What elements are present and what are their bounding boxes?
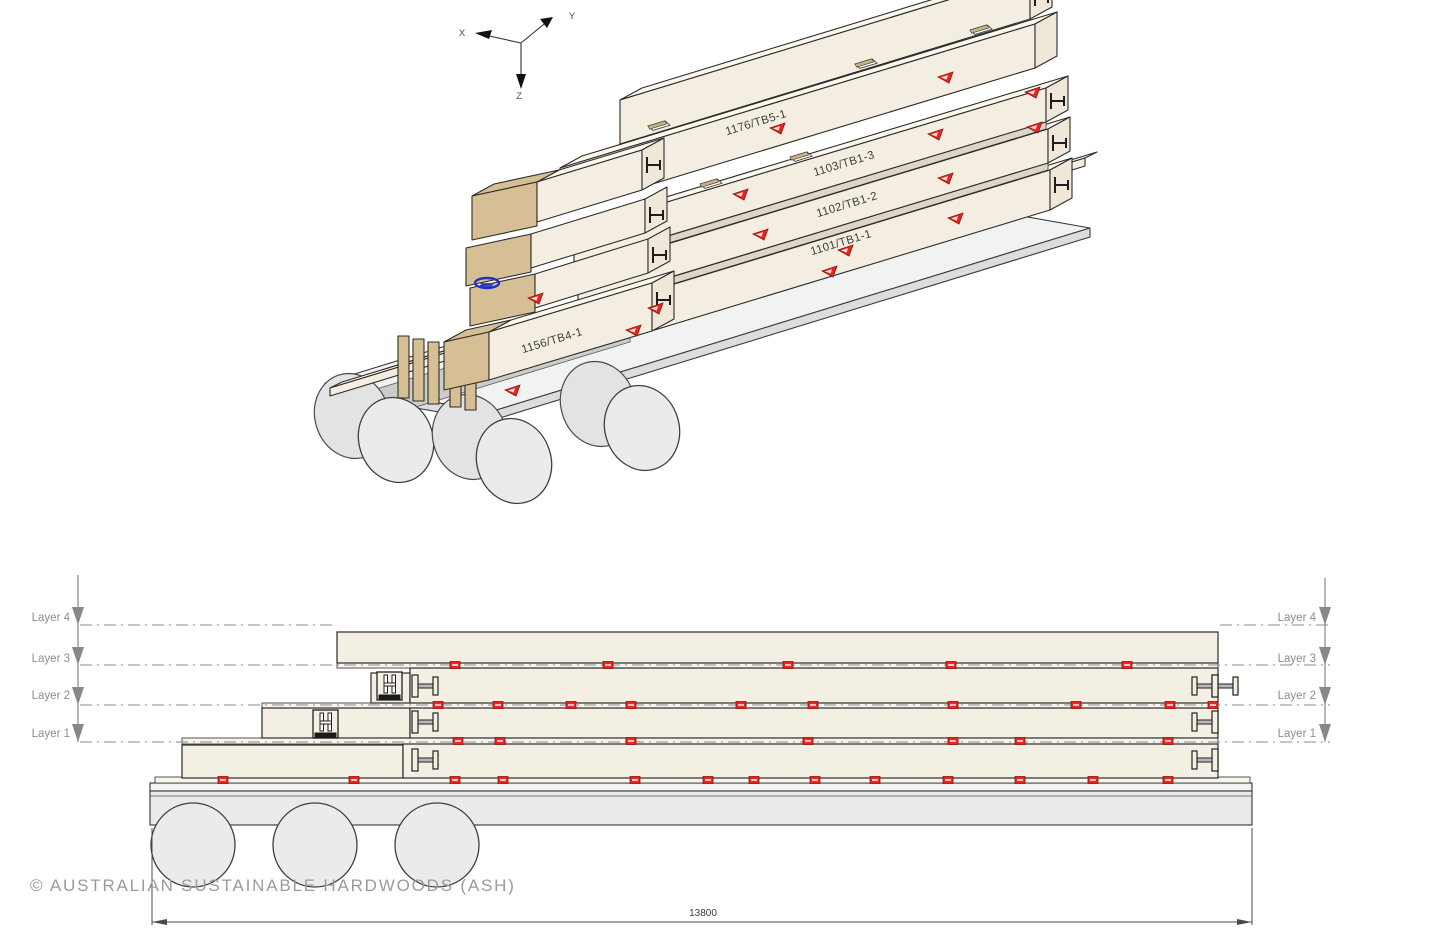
layer4-beam xyxy=(336,631,1219,664)
layer1-label-left: Layer 1 xyxy=(32,728,70,740)
short-beam-layer2 xyxy=(469,226,671,327)
beam-1156 xyxy=(443,270,675,391)
layer4-label-left: Layer 4 xyxy=(32,612,71,624)
layer1-short-beam xyxy=(181,744,404,779)
axis-y-label: Y xyxy=(569,11,576,22)
layer1-label-right: Layer 1 xyxy=(1278,728,1316,740)
axis-x-label: X xyxy=(459,28,466,39)
layer-annotations-left: Layer 4 Layer 3 Layer 2 Layer 1 xyxy=(32,575,84,742)
wheel xyxy=(150,802,236,888)
wheel xyxy=(394,802,480,888)
layer-annotations-right: Layer 4 Layer 3 Layer 2 Layer 1 xyxy=(1278,578,1331,742)
layer3-label-left: Layer 3 xyxy=(32,653,70,665)
axis-triad: X Y Z xyxy=(459,11,576,102)
side-elevation-view: Layer 4 Layer 3 Layer 2 Layer 1 Layer 4 … xyxy=(32,575,1331,925)
short-beam-layer3 xyxy=(465,186,668,287)
layer1-beam xyxy=(402,743,1219,779)
beam-1176 xyxy=(559,11,1058,213)
layer3-beam xyxy=(409,667,1219,704)
dimension-value: 13800 xyxy=(689,908,717,919)
trailer-wheels-iso xyxy=(313,360,681,505)
layer2-beam xyxy=(409,707,1219,739)
isometric-view: 1176/TB5-1 1103/TB1-3 1102/TB1-2 1101/TB… xyxy=(313,0,1098,505)
beams-side xyxy=(181,631,1219,779)
beam-1103 xyxy=(573,75,1069,265)
beam-back-top xyxy=(619,0,1053,145)
trailer-side xyxy=(149,782,1253,888)
layer3-label-right: Layer 3 xyxy=(1278,653,1316,665)
copyright-text: © AUSTRALIAN SUSTAINABLE HARDWOODS (ASH) xyxy=(30,876,516,895)
layer2-label-left: Layer 2 xyxy=(32,690,70,702)
layer2-label-right: Layer 2 xyxy=(1278,690,1316,702)
axis-z-label: Z xyxy=(516,91,522,102)
blue-marker xyxy=(473,276,501,290)
wheel xyxy=(272,802,358,888)
layer4-label-right: Layer 4 xyxy=(1278,612,1317,624)
short-beam-layer4 xyxy=(471,137,665,241)
length-dimension: 13800 xyxy=(151,828,1253,925)
